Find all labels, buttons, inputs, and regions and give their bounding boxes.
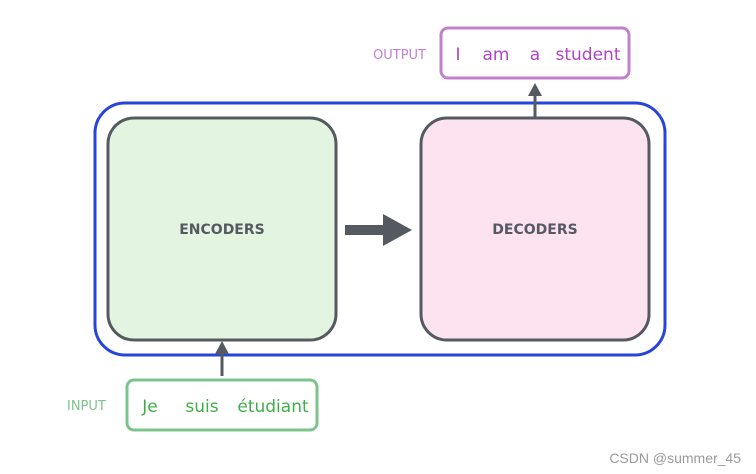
- input-label: INPUT: [67, 399, 106, 414]
- encoders-block: ENCODERS: [106, 116, 338, 342]
- output-arrow: [528, 83, 542, 118]
- encoder-to-decoder-arrow: [345, 214, 412, 246]
- encoders-box: [106, 116, 338, 342]
- input-block: INPUT Je suis étudiant: [67, 378, 319, 432]
- input-token: suis: [185, 397, 218, 417]
- input-arrow: [215, 341, 229, 376]
- output-label: OUTPUT: [373, 48, 426, 63]
- output-token: I: [455, 45, 460, 65]
- input-token: Je: [141, 397, 157, 417]
- transformer-container: [93, 101, 667, 357]
- decoders-label: DECODERS: [492, 222, 577, 238]
- encoders-label: ENCODERS: [179, 222, 265, 238]
- output-box: [439, 26, 631, 80]
- input-box: [125, 378, 319, 432]
- output-block: OUTPUT I am a student: [373, 26, 631, 80]
- output-token: am: [483, 45, 510, 65]
- input-token: étudiant: [237, 397, 309, 417]
- output-token: student: [556, 45, 621, 65]
- decoders-block: DECODERS: [419, 116, 651, 342]
- output-token: a: [530, 45, 540, 65]
- watermark: CSDN @summer_45: [609, 450, 741, 466]
